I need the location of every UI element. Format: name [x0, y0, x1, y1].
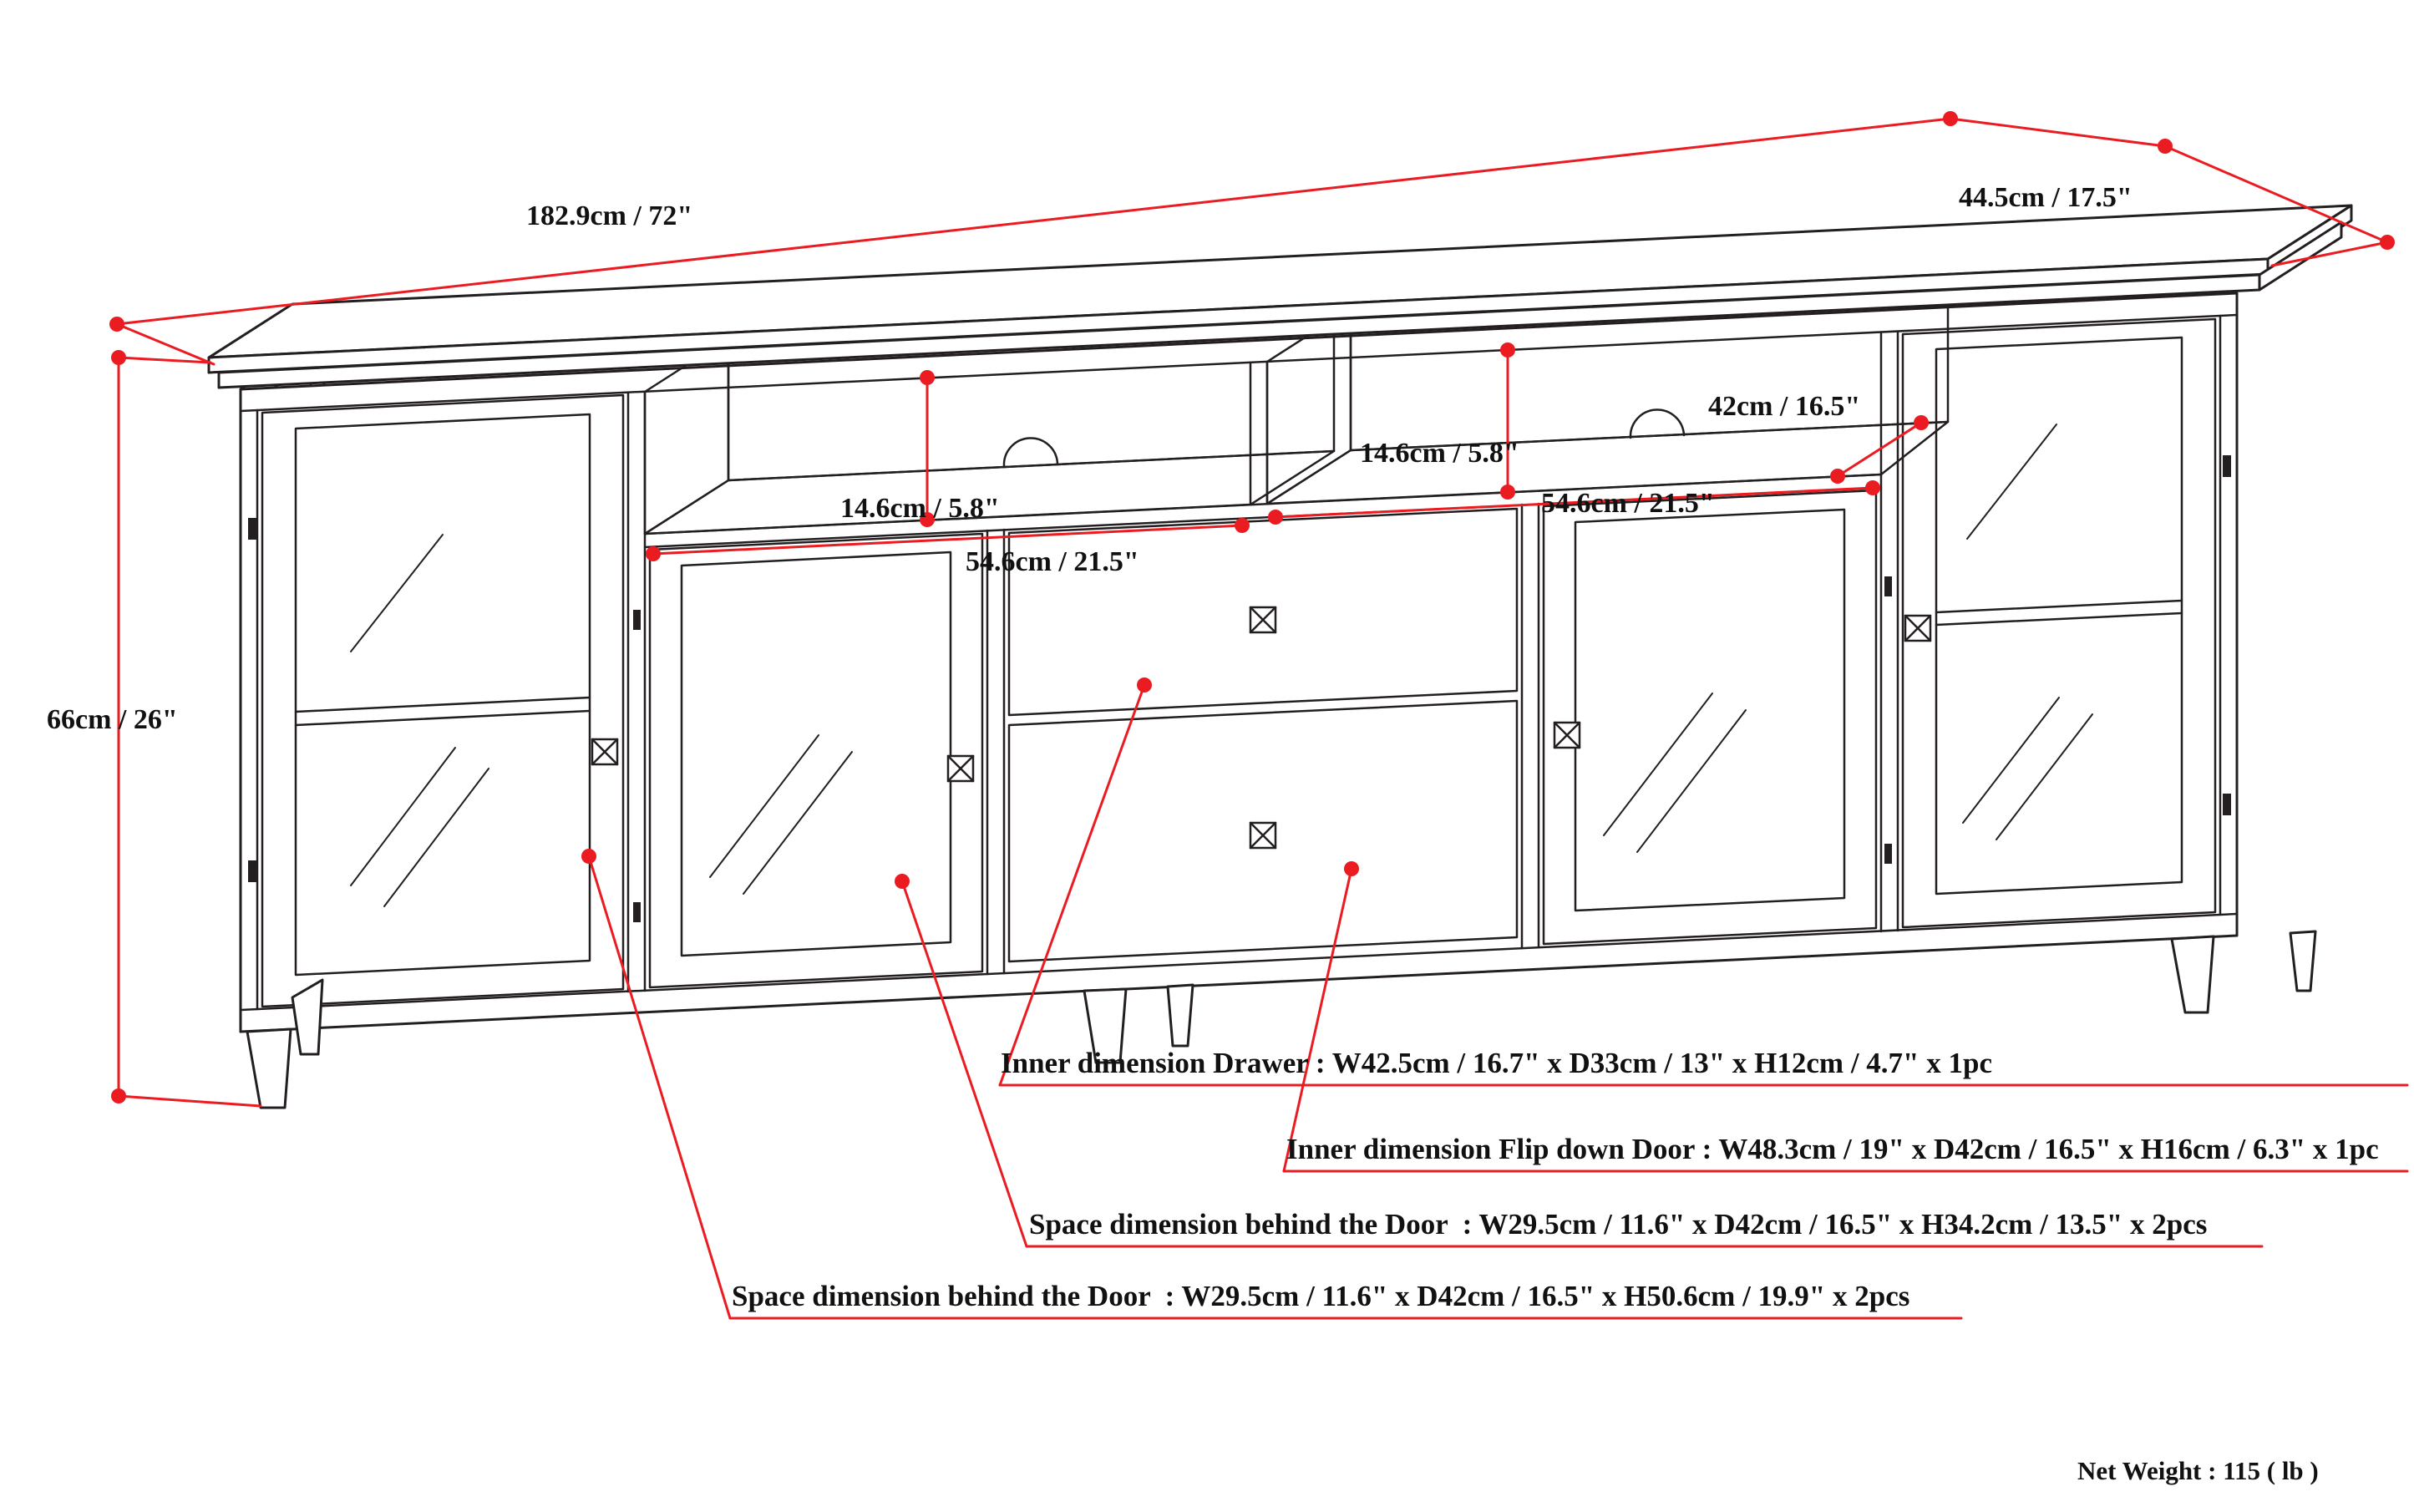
right-shelf-height-label: 14.6cm / 5.8"	[1360, 438, 1519, 469]
height-dimension-label: 66cm / 26"	[47, 704, 178, 735]
knob-icon	[1249, 821, 1277, 850]
flip-door-inner-dimension-callout: Inner dimension Flip down Door : W48.3cm…	[1286, 1133, 2379, 1165]
right-shelf-width-label: 54.6cm / 21.5"	[1541, 488, 1715, 519]
cabinet-front-face	[239, 292, 2239, 1033]
hinges	[248, 455, 2231, 922]
right-shelf-width-dimension-line	[1274, 486, 1874, 519]
hinge-icon	[248, 860, 256, 882]
left-shelf-width-label: 54.6cm / 21.5"	[966, 546, 1139, 577]
flip-down-door-front	[1007, 699, 1519, 963]
knob-icon	[591, 738, 619, 766]
hinge-icon	[633, 610, 641, 630]
cable-hole-icon	[1002, 437, 1059, 468]
knob-icon	[1904, 614, 1932, 642]
flip-door-leader-line	[1282, 867, 2409, 1173]
net-weight-label: Net Weight : 115 ( lb )	[2077, 1456, 2319, 1485]
inner-door-space-dimension-callout: Space dimension behind the Door : W29.5c…	[1029, 1208, 2208, 1241]
drawer-leader-line	[998, 683, 2409, 1087]
length-dimension-label: 182.9cm / 72"	[526, 200, 693, 231]
hinge-icon	[2223, 794, 2231, 815]
crown-molding	[217, 221, 2343, 389]
hinge-icon	[1884, 576, 1892, 596]
glass-door-outer-right	[1901, 317, 2217, 929]
depth-dimension-label: 44.5cm / 17.5"	[1959, 182, 2133, 213]
hinge-icon	[248, 518, 256, 540]
dimension-endpoint-dots	[109, 111, 2395, 1104]
glass-door-inner-left	[648, 532, 984, 989]
compartment-depth-label: 42cm / 16.5"	[1708, 391, 1861, 422]
knob-icon	[1553, 721, 1581, 749]
drawer-inner-dimension-callout: Inner dimension Drawer : W42.5cm / 16.7"…	[1001, 1047, 1992, 1079]
knob-icon	[1249, 606, 1277, 634]
top-panel	[207, 204, 2353, 374]
leg	[1166, 983, 1194, 1048]
leg	[2289, 930, 2317, 992]
outer-door-space-leader-line	[587, 855, 1963, 1320]
frame-rails-stiles	[239, 313, 2239, 1012]
leg	[246, 1027, 292, 1109]
drawer-front	[1007, 507, 1519, 717]
knob-icon	[946, 754, 975, 783]
leg	[2170, 935, 2215, 1014]
left-shelf-width-dimension-line	[652, 524, 1244, 556]
hinge-icon	[2223, 455, 2231, 477]
glass-door-inner-right	[1542, 489, 1878, 946]
leg	[291, 978, 324, 1056]
inner-door-space-leader-line	[900, 880, 2264, 1248]
height-dimension-line	[117, 356, 262, 1108]
compartment-depth-dimension-line	[1836, 421, 1923, 478]
hinge-icon	[633, 902, 641, 922]
hinge-icon	[1884, 844, 1892, 864]
leg	[1083, 987, 1128, 1064]
depth-dimension-line	[2163, 145, 2389, 267]
glass-door-outer-left	[261, 393, 625, 1008]
knobs	[591, 606, 1932, 850]
outer-door-space-dimension-callout: Space dimension behind the Door : W29.5c…	[732, 1280, 1910, 1312]
legs	[246, 930, 2317, 1109]
cable-hole-icon	[1629, 408, 1686, 439]
length-dimension-line	[115, 117, 2167, 366]
left-shelf-height-label: 14.6cm / 5.8"	[840, 493, 1000, 524]
